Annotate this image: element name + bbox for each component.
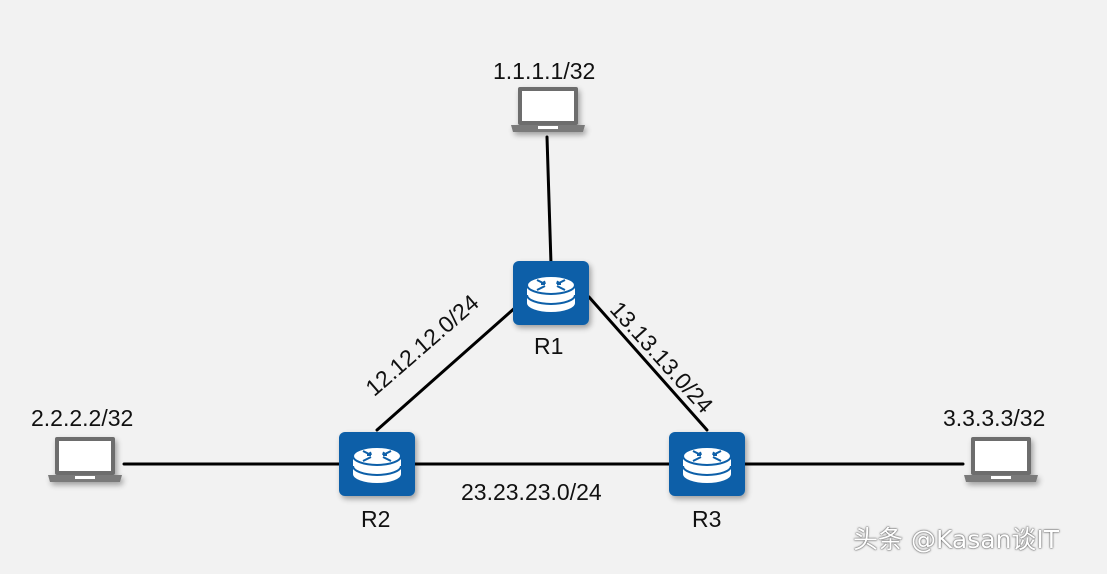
link-r1-r2 xyxy=(375,304,519,432)
router-r2-label: R2 xyxy=(361,506,391,532)
host-1-label: 1.1.1.1/32 xyxy=(493,58,596,84)
link-r2-r3-label: 23.23.23.0/24 xyxy=(461,479,602,505)
router-r2-icon xyxy=(338,431,416,497)
router-r3-icon xyxy=(668,431,746,497)
links xyxy=(122,135,965,466)
host-2-icon xyxy=(48,437,122,482)
link-r1-h1 xyxy=(545,135,553,266)
host-1-icon xyxy=(511,87,585,132)
host-2-label: 2.2.2.2/32 xyxy=(31,405,134,431)
router-r3-label: R3 xyxy=(692,506,722,532)
router-r1-icon xyxy=(512,260,590,326)
router-r1-label: R1 xyxy=(534,333,564,359)
host-3-icon xyxy=(964,437,1038,482)
watermark: 头条 @Kasan谈IT xyxy=(853,525,1060,554)
host-3-label: 3.3.3.3/32 xyxy=(943,405,1046,431)
link-r1-r3 xyxy=(587,295,709,432)
